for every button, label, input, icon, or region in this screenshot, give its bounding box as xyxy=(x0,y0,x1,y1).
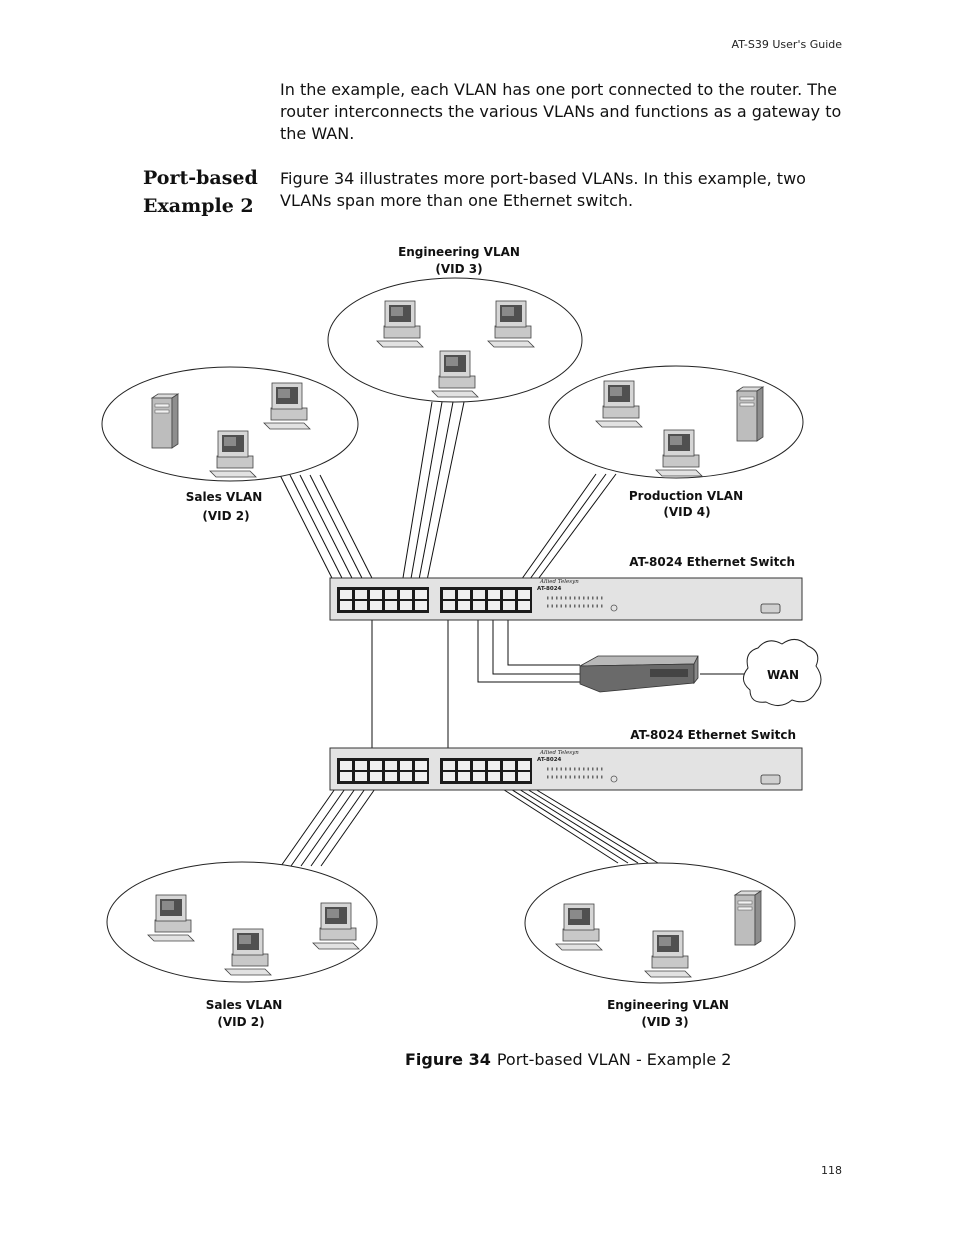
switch-model: AT-8024 xyxy=(537,586,562,592)
router-device xyxy=(579,655,699,693)
switch-bottom-label: AT-8024 Ethernet Switch xyxy=(630,728,796,742)
engineering-vlan-top-name: Engineering VLAN xyxy=(398,245,520,259)
cable-lines xyxy=(279,401,748,867)
figure-caption: Figure 34 Port-based VLAN - Example 2 xyxy=(405,1050,731,1069)
engineering-vlan-top-vid: (VID 3) xyxy=(435,262,482,276)
engineering-vlan-bottom-vid: (VID 3) xyxy=(641,1015,688,1029)
section-heading-line2: Example 2 xyxy=(143,195,254,217)
switch-model: AT-8024 xyxy=(537,757,562,763)
section-heading: Port-based Example 2 xyxy=(143,164,263,220)
server-tower-icon xyxy=(736,386,764,442)
wan-cloud: WAN xyxy=(743,639,822,706)
switch-top: Allied Telesyn AT-8024 xyxy=(329,577,803,621)
port-block-icon xyxy=(337,758,429,784)
port-block-icon xyxy=(337,587,429,613)
sales-vlan-bottom-vid: (VID 2) xyxy=(217,1015,264,1029)
section-heading-line1: Port-based xyxy=(143,167,258,189)
engineering-vlan-bottom-group xyxy=(524,862,796,984)
port-block-icon xyxy=(440,758,532,784)
switch-brand: Allied Telesyn xyxy=(539,579,579,585)
sales-vlan-top-vid: (VID 2) xyxy=(202,509,249,523)
port-block-icon xyxy=(440,587,532,613)
server-tower-icon xyxy=(151,393,179,449)
section-paragraph: Figure 34 illustrates more port-based VL… xyxy=(280,169,806,210)
figure-number: Figure 34 xyxy=(405,1050,491,1069)
server-tower-icon xyxy=(734,890,762,946)
switch-bottom: Allied Telesyn AT-8024 xyxy=(329,747,803,791)
running-header: AT-S39 User's Guide xyxy=(731,38,842,51)
sales-vlan-top-name: Sales VLAN xyxy=(186,490,263,504)
production-vlan-name: Production VLAN xyxy=(629,489,743,503)
page-number: 118 xyxy=(821,1164,842,1177)
wan-label: WAN xyxy=(767,668,799,682)
engineering-vlan-bottom-name: Engineering VLAN xyxy=(607,998,729,1012)
switch-brand: Allied Telesyn xyxy=(539,750,579,756)
switch-top-label: AT-8024 Ethernet Switch xyxy=(629,555,795,569)
figure-caption-text: Port-based VLAN - Example 2 xyxy=(496,1050,732,1069)
sales-vlan-bottom-group xyxy=(106,861,378,983)
sales-vlan-bottom-name: Sales VLAN xyxy=(206,998,283,1012)
production-vlan-vid: (VID 4) xyxy=(663,505,710,519)
intro-paragraph: In the example, each VLAN has one port c… xyxy=(280,80,842,143)
